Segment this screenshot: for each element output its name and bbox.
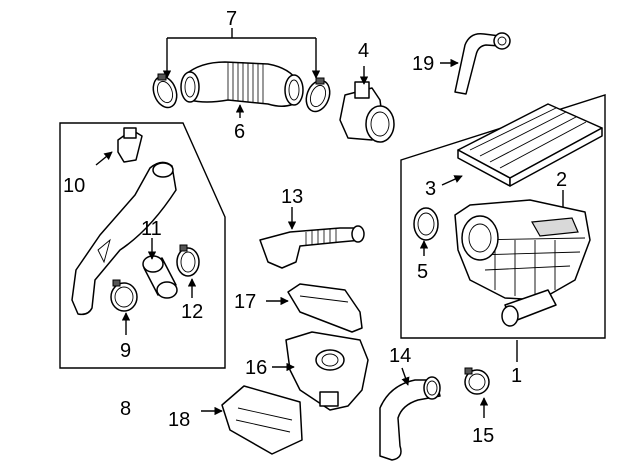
part-8-duct-assembly: [71, 161, 177, 316]
part-4-maf-sensor: [339, 66, 395, 143]
part-12-clamp: [176, 244, 200, 298]
part-17-duct-cover: [266, 283, 363, 333]
part-5-seal-ring: [413, 207, 439, 256]
part-15-clamp: [464, 367, 490, 418]
part-19-vent-hose: [440, 32, 511, 95]
callout-17: 17: [234, 291, 256, 313]
part-16-resonator: [272, 331, 369, 411]
callout-7: 7: [226, 8, 237, 30]
callout-6: 6: [234, 121, 245, 143]
part-1-air-cleaner-assembly: [454, 199, 591, 362]
bracket-7: [162, 28, 321, 79]
callout-10: 10: [63, 175, 85, 197]
callout-16: 16: [245, 357, 267, 379]
part-11-coupler: [142, 238, 178, 299]
callout-5: 5: [417, 261, 428, 283]
part-3-air-filter: [441, 103, 603, 187]
callout-11: 11: [141, 218, 162, 240]
callout-14: 14: [389, 345, 411, 367]
callout-2: 2: [556, 169, 567, 191]
part-13-corrugated-hose: [259, 207, 365, 269]
part-18-lower-duct: [201, 385, 303, 455]
part-9-clamp: [110, 279, 138, 335]
callout-3: 3: [425, 178, 436, 200]
part-6-intake-duct: [152, 61, 331, 118]
callout-4: 4: [358, 40, 369, 62]
group-box-8: [59, 122, 226, 369]
callout-12: 12: [181, 301, 203, 323]
callout-1: 1: [511, 365, 522, 387]
callout-8: 8: [120, 398, 131, 420]
part-14-bent-hose: [379, 367, 441, 461]
callout-18: 18: [168, 409, 190, 431]
callout-13: 13: [281, 186, 303, 208]
part-10-fitting: [95, 127, 143, 166]
callout-9: 9: [120, 340, 131, 362]
callout-19: 19: [412, 53, 434, 75]
callout-15: 15: [472, 425, 494, 447]
